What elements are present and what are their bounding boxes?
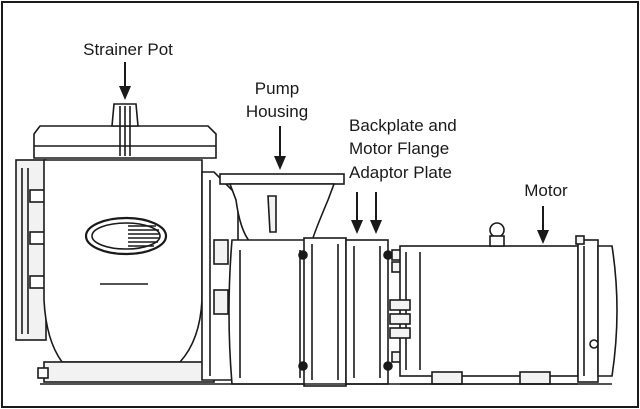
bolt-bottom-left	[298, 361, 308, 371]
backplate-assembly	[298, 237, 405, 387]
motor	[389, 222, 618, 385]
label-backplate-line3: Adaptor Plate	[349, 163, 452, 182]
bolt-bottom-right	[383, 361, 393, 371]
strainer-pot	[15, 103, 217, 383]
bolt-top-left	[298, 250, 308, 260]
arrow-strainer-pot	[119, 62, 131, 100]
pump-housing	[219, 173, 345, 385]
arrow-pump-housing	[274, 126, 286, 170]
label-backplate-line1: Backplate and	[349, 116, 457, 135]
label-backplate-line2: Motor Flange	[349, 139, 449, 158]
label-strainer-pot: Strainer Pot	[83, 40, 173, 59]
arrow-motor	[537, 206, 549, 244]
label-motor: Motor	[524, 181, 568, 200]
arrow-motor-flange	[370, 192, 382, 234]
label-pump-housing-line1: Pump	[255, 79, 299, 98]
label-pump-housing-line2: Housing	[246, 102, 308, 121]
arrow-backplate	[351, 192, 363, 234]
bolt-top-right	[383, 250, 393, 260]
lifting-eye	[489, 222, 505, 238]
